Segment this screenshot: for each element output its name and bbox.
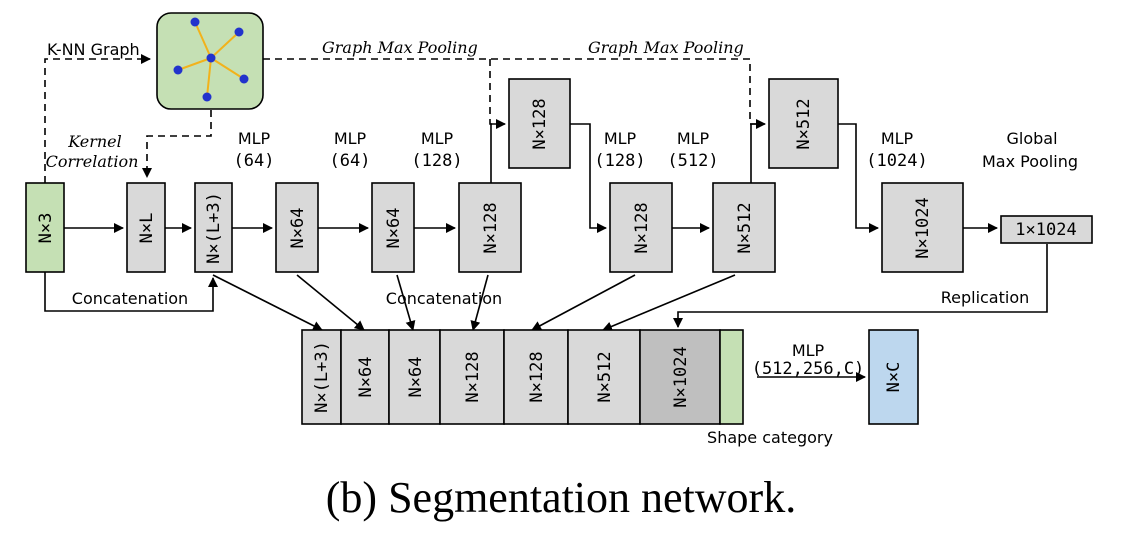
- kernel-correlation-arrow: [142, 110, 212, 178]
- arrow-n128a-n128top: [490, 119, 506, 183]
- arrow-n512a-n512top: [750, 119, 766, 183]
- shape-category-label: Shape category: [707, 428, 833, 447]
- replication-arrow: [673, 244, 1048, 328]
- block-nxl-label: N×L: [137, 213, 157, 244]
- block-n128b: N×128: [609, 182, 673, 273]
- block-output: N×C: [868, 329, 919, 425]
- mlp-label-1: MLP: [238, 129, 271, 148]
- knn-graph-label: K-NN Graph: [47, 40, 140, 59]
- graph-max-pooling-arrow-1-line: [489, 59, 500, 125]
- arrow-n64a-concat: [296, 274, 365, 331]
- block-n64b: N×64: [371, 182, 415, 273]
- concatenation-label-1: Concatenation: [72, 289, 188, 308]
- block-n512a: N×512: [712, 182, 776, 273]
- concatenation-skip-arrow: [44, 272, 218, 312]
- block-global-label: 1×1024: [1015, 220, 1076, 240]
- mlp-label-final: MLP: [792, 341, 825, 360]
- arrow-n128top-n128b: [570, 123, 607, 233]
- concat-cell-0-label: N×(L+3): [312, 341, 332, 413]
- dashed-connections: [44, 54, 760, 183]
- mlp-params-2: (64): [330, 151, 371, 171]
- graph-edges: [177, 21, 245, 98]
- block-n64a-label: N×64: [288, 208, 308, 249]
- mlp-label-4: MLP: [604, 129, 637, 148]
- block-n64a: N×64: [275, 182, 319, 273]
- block-n512-top-label: N×512: [794, 98, 814, 149]
- concat-cell-1-label: N×64: [356, 357, 376, 398]
- arrow-n128a-concat: [470, 274, 489, 331]
- block-n1024: N×1024: [881, 182, 964, 273]
- concat-cell-3-label: N×128: [463, 351, 483, 402]
- correlation-label: Correlation: [46, 152, 139, 171]
- block-n128a-label: N×128: [481, 202, 501, 253]
- mlp-label-2: MLP: [334, 129, 367, 148]
- concat-cell-2-label: N×64: [406, 357, 426, 398]
- mlp-params-4: (128): [594, 151, 645, 171]
- graph-max-pooling-label-1: Graph Max Pooling: [322, 38, 478, 57]
- knn-graph-arrow: [44, 54, 151, 183]
- global-label: Global: [1006, 129, 1057, 148]
- block-input-label: N×3: [36, 213, 56, 244]
- arrow-n512a-concat: [602, 274, 736, 332]
- arrow-n64b-concat: [396, 274, 416, 331]
- figure-caption: (b) Segmentation network.: [326, 473, 796, 522]
- annotations: K-NN Graph Graph Max Pooling Graph Max P…: [46, 38, 1078, 522]
- solid-connections: [44, 119, 1048, 382]
- block-n512a-label: N×512: [735, 202, 755, 253]
- mlp-label-3: MLP: [421, 129, 454, 148]
- concat-cell-4-label: N×128: [527, 351, 547, 402]
- mlp-params-6: (1024): [866, 151, 927, 171]
- block-nxl: N×L: [126, 182, 166, 273]
- max-pooling-label: Max Pooling: [982, 152, 1078, 171]
- mlp-params-3: (128): [411, 151, 462, 171]
- block-input: N×3: [25, 182, 65, 273]
- replication-label: Replication: [941, 288, 1030, 307]
- block-n128a: N×128: [458, 182, 522, 273]
- kernel-label: Kernel: [67, 132, 122, 151]
- block-n64b-label: N×64: [384, 208, 404, 249]
- arrow-nxl3-concat: [212, 274, 323, 331]
- graph-nodes: [173, 17, 249, 102]
- mlp-params-1: (64): [234, 151, 275, 171]
- block-global: 1×1024: [1000, 215, 1093, 244]
- concat-cell-5-label: N×512: [595, 351, 615, 402]
- concat-row: N×(L+3) N×64 N×64 N×128 N×128 N×512 N×10…: [301, 329, 744, 425]
- block-nxl3: N×(L+3): [194, 182, 233, 273]
- block-n128-top: N×128: [508, 78, 571, 169]
- block-nxl3-label: N×(L+3): [204, 192, 224, 264]
- mlp-label-6: MLP: [881, 129, 914, 148]
- concat-cell-6-label: N×1024: [671, 346, 691, 407]
- block-n128b-label: N×128: [632, 202, 652, 253]
- shape-category-cell: [719, 329, 744, 425]
- block-n1024-label: N×1024: [913, 197, 933, 258]
- arrow-n512top-n1024: [838, 123, 879, 233]
- block-n512-top: N×512: [768, 78, 839, 169]
- mlp-params-final: (512,256,C): [752, 359, 865, 379]
- block-output-label: N×C: [884, 362, 904, 393]
- mlp-label-5: MLP: [677, 129, 710, 148]
- block-n128-top-label: N×128: [530, 98, 550, 149]
- concatenation-label-2: Concatenation: [386, 289, 502, 308]
- graph-max-pooling-label-2: Graph Max Pooling: [588, 38, 744, 57]
- mlp-params-5: (512): [667, 151, 718, 171]
- arrow-n128b-concat: [531, 274, 636, 331]
- knn-graph-icon: [156, 12, 264, 110]
